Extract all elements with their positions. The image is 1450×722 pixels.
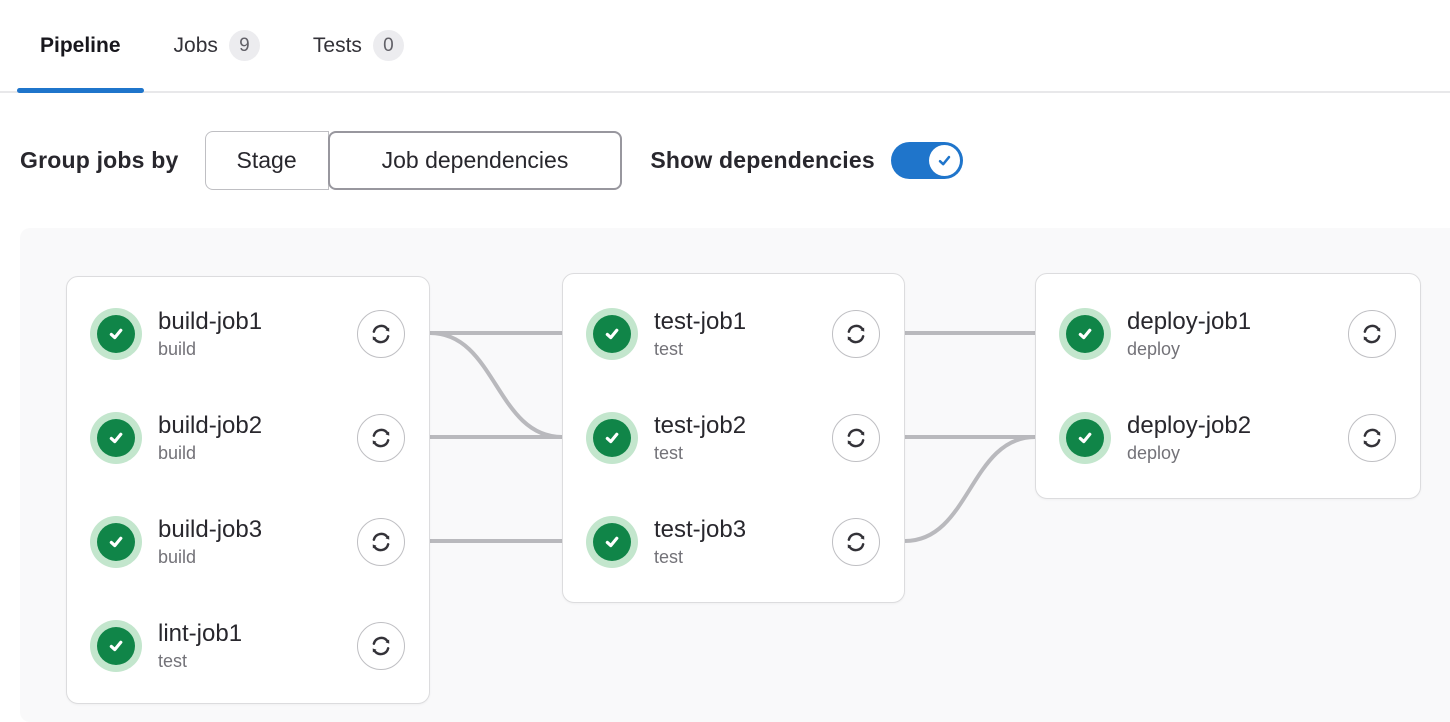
retry-icon	[1363, 324, 1381, 344]
check-icon	[1078, 328, 1092, 340]
status-success-icon	[90, 308, 142, 360]
status-success-icon	[586, 308, 638, 360]
check-icon	[109, 640, 123, 652]
job-stage-label: test	[654, 443, 684, 464]
job-stage-label: test	[158, 651, 188, 672]
group-by-job-dependencies[interactable]: Job dependencies	[327, 130, 623, 190]
check-icon	[938, 155, 951, 165]
status-success-icon	[1059, 412, 1111, 464]
job-name-link[interactable]: test-job3	[654, 516, 747, 544]
job-stage-label: build	[158, 339, 197, 360]
tab-badge: 0	[372, 30, 404, 61]
tab-pipeline[interactable]: Pipeline	[17, 0, 144, 93]
job-name-link[interactable]: deploy-job1	[1127, 308, 1252, 336]
check-icon	[605, 432, 619, 444]
tab-tests[interactable]: Tests 0	[290, 0, 427, 91]
retry-icon	[847, 532, 865, 552]
check-icon	[109, 328, 123, 340]
status-success-icon	[90, 620, 142, 672]
job-name-link[interactable]: lint-job1	[158, 620, 243, 648]
job-row: lint-job1 test	[67, 594, 429, 698]
job-name-link[interactable]: test-job1	[654, 308, 747, 336]
retry-job-button[interactable]	[357, 414, 405, 462]
job-group-card: deploy-job1 deploy deploy-job2 dep	[1035, 273, 1421, 499]
retry-icon	[372, 532, 390, 552]
retry-job-button[interactable]	[357, 622, 405, 670]
tab-badge: 9	[228, 30, 260, 61]
retry-icon	[847, 324, 865, 344]
job-stage-label: test	[654, 547, 684, 568]
pipeline-tab-bar: Pipeline Jobs 9 Tests 0	[0, 0, 1450, 93]
job-group-card: test-job1 test test-job2 test	[562, 273, 905, 603]
job-row: test-job3 test	[563, 490, 904, 594]
check-icon	[1078, 432, 1092, 444]
retry-icon	[847, 428, 865, 448]
job-name-link[interactable]: build-job2	[158, 412, 263, 440]
job-name-link[interactable]: deploy-job2	[1127, 412, 1252, 440]
retry-job-button[interactable]	[1348, 414, 1396, 462]
retry-icon	[372, 428, 390, 448]
status-success-icon	[586, 412, 638, 464]
show-dependencies-toggle[interactable]	[890, 141, 963, 179]
check-icon	[605, 536, 619, 548]
retry-job-button[interactable]	[832, 518, 880, 566]
status-success-icon	[90, 412, 142, 464]
toggle-knob	[928, 144, 960, 176]
retry-job-button[interactable]	[1348, 310, 1396, 358]
job-row: deploy-job1 deploy	[1036, 282, 1420, 386]
status-success-icon	[1059, 308, 1111, 360]
retry-job-button[interactable]	[832, 310, 880, 358]
job-group-card: build-job1 build build-job2 build	[66, 276, 430, 704]
status-success-icon	[586, 516, 638, 568]
job-row: test-job2 test	[563, 386, 904, 490]
job-stage-label: test	[654, 339, 684, 360]
job-name-link[interactable]: build-job3	[158, 516, 263, 544]
job-stage-label: build	[158, 547, 197, 568]
group-by-stage[interactable]: Stage	[204, 130, 329, 190]
status-success-icon	[90, 516, 142, 568]
retry-icon	[372, 636, 390, 656]
retry-icon	[1363, 428, 1381, 448]
tab-label: Pipeline	[40, 33, 121, 57]
retry-job-button[interactable]	[357, 310, 405, 358]
retry-icon	[372, 324, 390, 344]
tab-jobs[interactable]: Jobs 9	[151, 0, 283, 91]
job-stage-label: deploy	[1127, 339, 1181, 360]
show-dependencies-label: Show dependencies	[650, 146, 875, 173]
job-name-link[interactable]: test-job2	[654, 412, 747, 440]
dependency-link	[429, 331, 563, 439]
job-stage-label: build	[158, 443, 197, 464]
check-icon	[109, 432, 123, 444]
check-icon	[109, 536, 123, 548]
check-icon	[605, 328, 619, 340]
job-row: deploy-job2 deploy	[1036, 386, 1420, 490]
pipeline-graph-panel: build-job1 build build-job2 build	[20, 228, 1450, 722]
job-row: build-job2 build	[67, 386, 429, 490]
dependency-links-layer	[429, 331, 1036, 543]
retry-job-button[interactable]	[832, 414, 880, 462]
job-name-link[interactable]: build-job1	[158, 308, 263, 336]
job-stage-label: deploy	[1127, 443, 1181, 464]
job-row: build-job1 build	[67, 282, 429, 386]
job-row: build-job3 build	[67, 490, 429, 594]
retry-job-button[interactable]	[357, 518, 405, 566]
tab-label: Tests	[312, 33, 362, 57]
group-jobs-by-label: Group jobs by	[20, 146, 179, 173]
dependency-link	[904, 435, 1036, 543]
tab-label: Jobs	[173, 33, 218, 57]
job-row: test-job1 test	[563, 282, 904, 386]
